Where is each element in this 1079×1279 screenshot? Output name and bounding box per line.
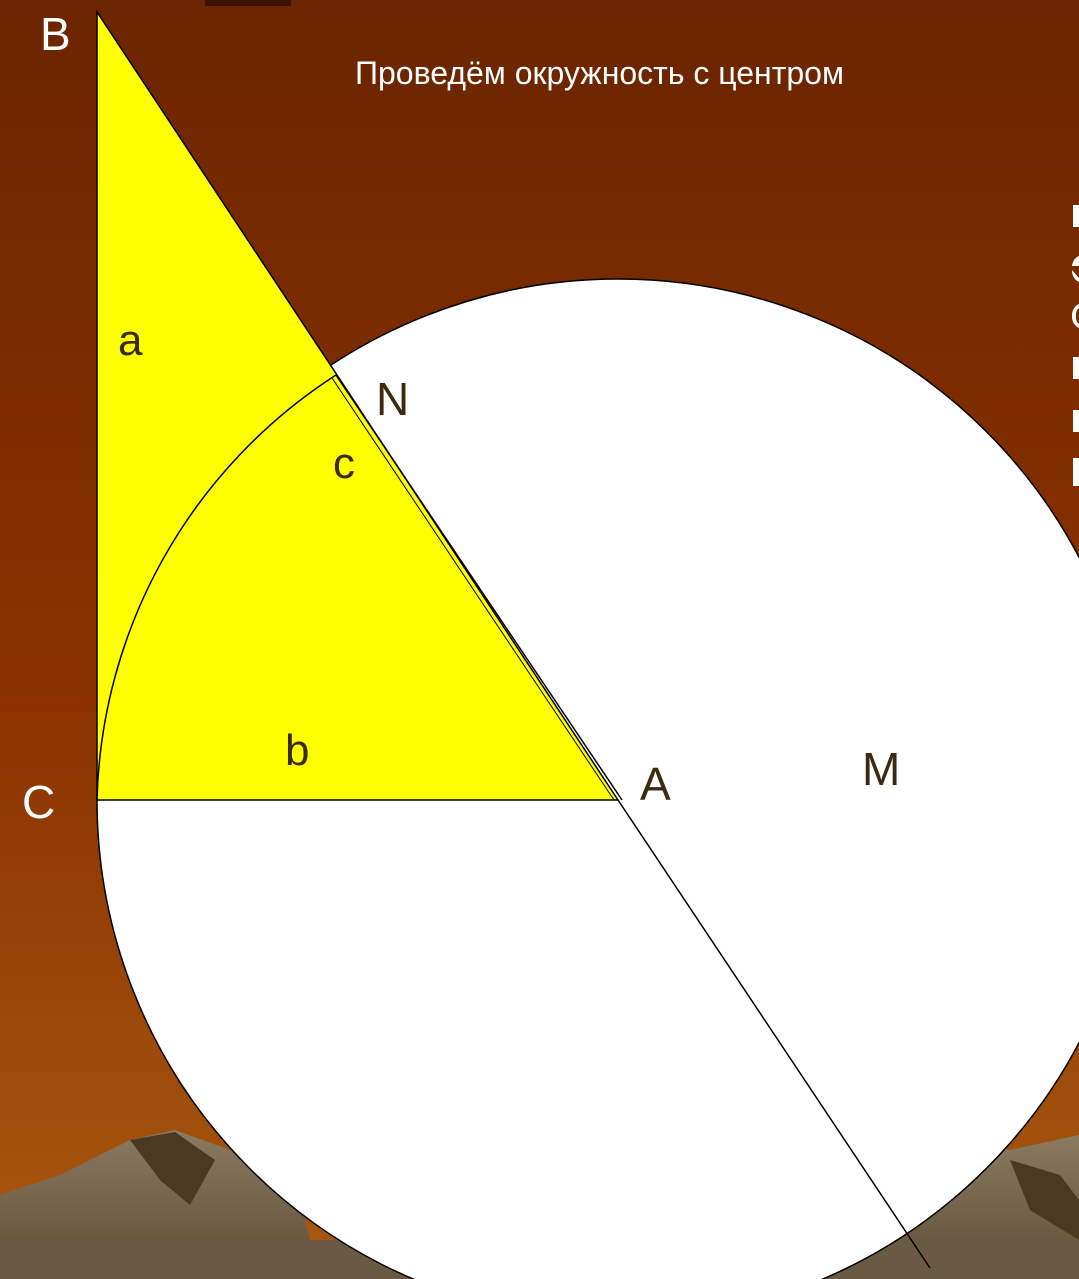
fragment-3 — [1071, 304, 1079, 328]
point-label-c: C — [22, 776, 55, 828]
side-label-b: b — [285, 726, 309, 775]
top-marker — [205, 0, 291, 6]
fragment-6 — [1073, 458, 1079, 486]
mountain-right-shadow-2 — [1010, 1160, 1079, 1240]
segment-na-inner — [331, 377, 615, 801]
point-label-a: A — [640, 758, 671, 810]
point-label-m: M — [862, 743, 900, 795]
mountain-left-shadow — [130, 1132, 215, 1205]
fragment-1 — [1073, 205, 1079, 227]
slide-caption: Проведём окружность с центром — [355, 55, 844, 91]
mountain-range — [0, 1130, 1079, 1279]
arc-cn — [96, 374, 337, 801]
fragment-5 — [1073, 410, 1079, 432]
segment-am — [617, 799, 931, 1269]
fragment-2 — [1071, 256, 1079, 282]
point-label-n: N — [376, 373, 409, 425]
fragment-4 — [1073, 357, 1079, 379]
side-label-a: a — [118, 316, 143, 365]
side-label-c: c — [333, 439, 355, 488]
segment-na-outer — [335, 374, 623, 801]
point-label-b: B — [40, 8, 71, 60]
cropped-text-fragments — [1071, 205, 1079, 486]
